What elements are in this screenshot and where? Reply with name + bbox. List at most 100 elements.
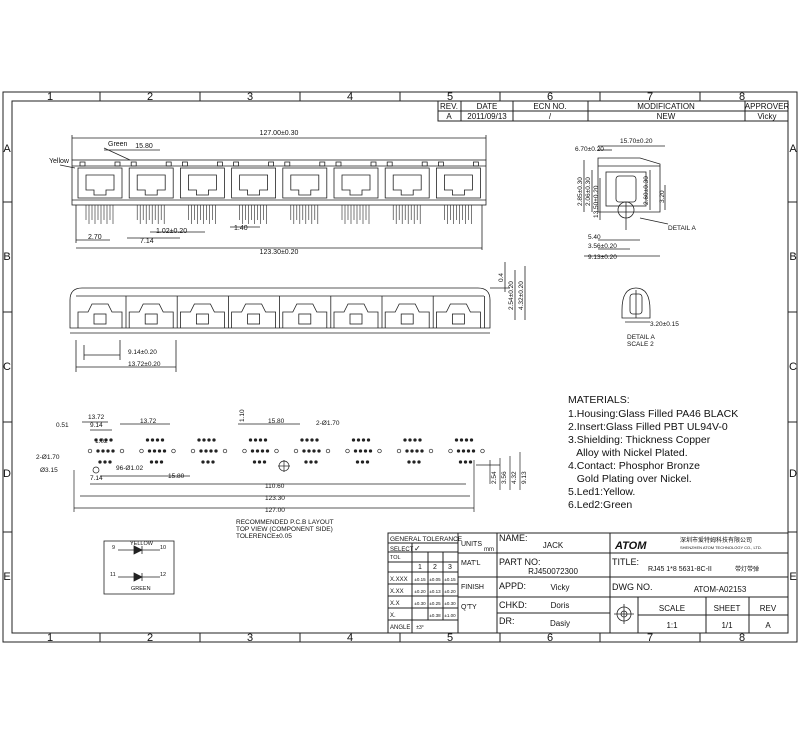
dim-side: 2.06±0.30 xyxy=(585,177,592,206)
col-label: 5 xyxy=(447,91,453,103)
dim-top-right: 0.4 xyxy=(498,273,505,282)
dim-side: 9.13±0.20 xyxy=(588,254,617,261)
mount-hole-icon xyxy=(92,466,100,474)
detail-a-text: 3.20±0.15 DETAIL A SCALE 2 xyxy=(627,321,679,348)
col-label: 8 xyxy=(739,91,745,103)
detail-caption: SCALE 2 xyxy=(627,341,654,348)
dim-pcb: 13.72 xyxy=(88,414,105,421)
detail-a xyxy=(621,287,651,323)
appd-label: APPD: xyxy=(499,581,526,591)
row-label: C xyxy=(789,361,797,373)
rj45-port-front xyxy=(128,161,174,199)
pcb-hole-pattern xyxy=(87,438,485,464)
materials-line: 1.Housing:Glass Filled PA46 BLACK xyxy=(568,408,738,420)
dim-side: 2.60±0.30 xyxy=(643,176,650,205)
dim-pcb: 123.30 xyxy=(265,495,285,502)
tol-select: SELECT xyxy=(390,547,414,553)
col-label: 2 xyxy=(147,91,153,103)
pcb-layout xyxy=(73,421,521,512)
front-port-group xyxy=(77,161,481,199)
dim-pcb: 7.14 xyxy=(90,475,103,482)
tol-cell: ±0.05 xyxy=(429,577,441,582)
materials-line: 3.Shielding: Thickness Copper xyxy=(568,434,711,446)
col-label: 8 xyxy=(739,632,745,644)
pcb-hole-cluster xyxy=(293,438,331,464)
row-label: B xyxy=(789,251,796,263)
col-label: 4 xyxy=(347,91,353,103)
part-value: RJ450072300 xyxy=(528,567,578,576)
row-label: B xyxy=(3,251,10,263)
title-block: GENERAL TOLERANCE SELECT ✓ TOL 1 2 3 X.X… xyxy=(387,532,789,634)
dim-body-width: 123.30±0.20 xyxy=(260,249,299,256)
rj45-port-top xyxy=(128,296,178,328)
row-label: A xyxy=(3,143,11,155)
led-pin: 11 xyxy=(110,572,116,578)
rev-cell: 2011/09/13 xyxy=(467,112,507,121)
top-view xyxy=(69,262,526,372)
dim-pin: 1.02±0.20 xyxy=(156,228,187,235)
finish-label: FINISH xyxy=(461,584,484,591)
dim-side: 3.20 xyxy=(659,190,666,203)
col-label: 7 xyxy=(647,91,653,103)
appd-value: Vicky xyxy=(551,583,570,592)
materials-line: 4.Contact: Phosphor Bronze xyxy=(568,460,700,472)
dim-top-pitch: 9.14±0.20 xyxy=(128,349,157,356)
led-schematic: YELLOW GREEN 9 10 11 12 xyxy=(103,540,175,595)
led-pin: 10 xyxy=(160,545,166,551)
name-value: JACK xyxy=(543,541,564,550)
dim-hole-a: 2-Ø1.70 xyxy=(36,454,60,461)
rev-header: REV. xyxy=(440,102,458,111)
rev-cell: Vicky xyxy=(758,112,777,121)
title-label: TITLE: xyxy=(612,557,639,567)
rev-label: REV xyxy=(760,604,777,613)
dim-pitch: 1.40 xyxy=(234,225,248,232)
dim-green: 15.80 xyxy=(135,143,153,150)
front-housing xyxy=(71,159,487,206)
rj45-port-front xyxy=(179,161,225,199)
tol-col: 2 xyxy=(433,564,437,571)
tol-row-label: X. xyxy=(390,613,396,619)
scale-label: SCALE xyxy=(659,604,685,613)
col-label: 4 xyxy=(347,632,353,644)
rj45-port-top xyxy=(231,296,281,328)
part-label: PART NO: xyxy=(499,557,541,567)
dim-pcb-right: 9.13 xyxy=(521,471,528,484)
rev-cell: NEW xyxy=(657,112,676,121)
tol-row-label: X.XX xyxy=(390,589,404,595)
pcb-caption-line: TOLERENCE±0.05 xyxy=(236,533,292,540)
pcb-caption-line: RECOMMENDED P.C.B LAYOUT xyxy=(236,519,334,526)
diode-green-icon xyxy=(133,572,143,582)
rev-header: APPROVER xyxy=(745,102,790,111)
rev-cell: A xyxy=(446,112,452,121)
dim-pcb: 2-Ø1.70 xyxy=(316,420,340,427)
col-label: 6 xyxy=(547,91,553,103)
sheet-label: SHEET xyxy=(714,604,741,613)
title-value: RJ45 1*8 5631-8C-II xyxy=(648,566,712,573)
dim-pcb: 0.51 xyxy=(56,422,69,429)
tol-label: TOL xyxy=(390,555,401,561)
tol-cell: ±0.25 xyxy=(429,601,441,606)
tol-col: 3 xyxy=(448,564,452,571)
rev-header: DATE xyxy=(477,102,498,111)
top-port-group xyxy=(77,296,485,328)
row-label: D xyxy=(789,468,797,480)
pcb-hole-cluster xyxy=(396,438,434,464)
dim-pcb: 15.80 xyxy=(268,418,285,425)
pcb-caption-line: TOP VIEW (COMPONENT SIDE) xyxy=(236,526,333,533)
dim-top-right: 2.54±0.20 xyxy=(508,281,515,310)
front-view-dims: 127.00±0.30 15.80 Green Yellow 1.02±0.20… xyxy=(49,130,299,256)
dim-hole-b: Ø3.15 xyxy=(40,467,58,474)
rj45-port-top xyxy=(282,296,332,328)
tol-cell: ±0.15 xyxy=(414,577,426,582)
dr-label: DR: xyxy=(499,616,515,626)
tol-cell: ±1.00 xyxy=(444,613,456,618)
label-yellow: Yellow xyxy=(49,158,70,165)
units-mm: mm xyxy=(484,547,494,553)
dim-hole-c: 96-Ø1.02 xyxy=(116,465,143,472)
col-label: 6 xyxy=(547,632,553,644)
dim-top-right: 4.32±0.20 xyxy=(518,281,525,310)
dim-side: 3.56±0.20 xyxy=(588,243,617,250)
chkd-value: Doris xyxy=(551,601,570,610)
dim-pcb: 15.80 xyxy=(168,473,185,480)
